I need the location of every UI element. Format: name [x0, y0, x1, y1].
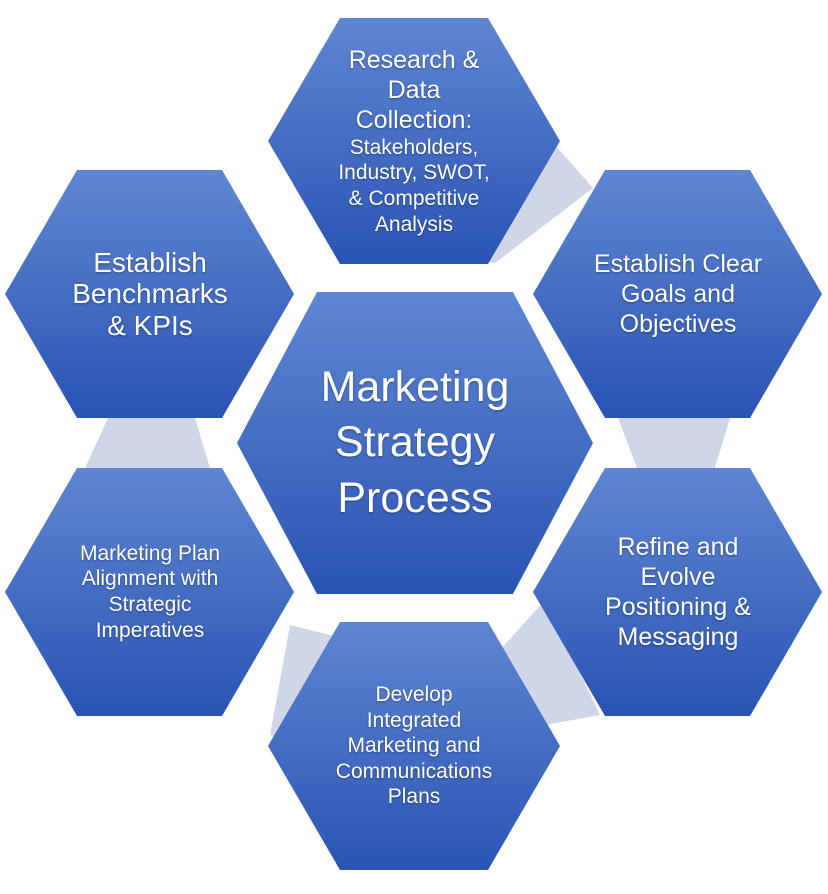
step-integrated-line: Communications — [335, 759, 493, 783]
hexagon-goals — [533, 170, 822, 418]
hexagon-positioning — [533, 468, 822, 716]
step-integrated-line: Plans — [387, 785, 441, 809]
step-research-detail: Analysis — [374, 212, 454, 236]
step-benchmarks-line: Benchmarks — [72, 278, 228, 310]
center-title-line: Strategy — [334, 418, 496, 467]
step-goals-line: Goals and — [621, 280, 735, 308]
step-goals-line: Objectives — [619, 310, 737, 338]
step-research-heading: Collection: — [355, 105, 473, 134]
step-integrated-label: Develop Integrated Marketing and Communi… — [290, 650, 538, 842]
step-research-detail: Stakeholders, — [349, 135, 479, 159]
step-alignment-line: Strategic — [108, 593, 192, 616]
step-research-detail: & Competitive — [348, 187, 480, 210]
step-research-label: Research & Data Collection: Stakeholders… — [290, 32, 538, 250]
step-positioning-label: Refine and Evolve Positioning & Messagin… — [556, 494, 800, 690]
hexagon-integrated — [268, 622, 560, 870]
step-benchmarks-line: Establish — [93, 246, 207, 278]
hexagon-alignment — [5, 468, 294, 716]
step-integrated-line: Develop — [375, 682, 453, 706]
hexagon-group — [5, 18, 822, 870]
hexagon-center — [237, 292, 593, 594]
step-integrated-line: Marketing and — [347, 734, 481, 758]
step-alignment-label: Marketing Plan Alignment with Strategic … — [28, 494, 272, 690]
center-title: Marketing Strategy Process — [262, 330, 568, 556]
step-benchmarks-label: Establish Benchmarks & KPIs — [28, 196, 272, 392]
center-title-line: Process — [337, 473, 493, 522]
step-alignment-line: Marketing Plan — [79, 541, 221, 565]
step-research-heading: Data — [387, 75, 441, 104]
step-positioning-line: Refine and — [617, 533, 739, 561]
step-alignment-line: Imperatives — [95, 618, 205, 642]
step-positioning-line: Evolve — [640, 563, 716, 591]
step-research-heading: Research & — [348, 45, 480, 74]
hexagon-research — [268, 18, 560, 264]
step-alignment-line: Alignment with — [81, 567, 219, 591]
hexagon-benchmarks — [5, 170, 294, 418]
step-positioning-line: Messaging — [617, 623, 739, 651]
center-title-line: Marketing — [320, 363, 510, 412]
step-integrated-line: Integrated — [366, 708, 462, 732]
connector-goals-positioning — [618, 418, 730, 468]
connector-alignment-benchmarks — [85, 418, 210, 468]
step-goals-label: Establish Clear Goals and Objectives — [556, 196, 800, 392]
step-goals-line: Establish Clear — [593, 250, 763, 278]
step-research-detail: Industry, SWOT, — [338, 161, 490, 185]
step-benchmarks-line: & KPIs — [107, 309, 193, 341]
step-positioning-line: Positioning & — [605, 593, 751, 621]
